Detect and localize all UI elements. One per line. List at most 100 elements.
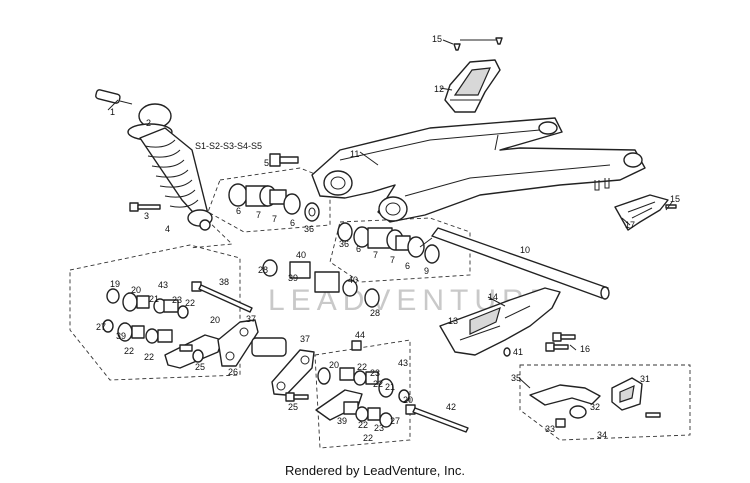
callout-15: 15 — [670, 194, 680, 204]
callout-10: 10 — [520, 245, 530, 255]
callout-22: 22 — [124, 346, 134, 356]
bolt-42 — [405, 404, 469, 433]
linkage-left-hardware — [102, 288, 223, 369]
callout-17: 17 — [625, 220, 635, 230]
callout-23: 23 — [370, 368, 380, 378]
callout-34: 34 — [597, 430, 607, 440]
callout-shock-kit: S1-S2-S3-S4-S5 — [195, 141, 262, 151]
rear-shock-absorber — [95, 89, 213, 231]
render-credit: Rendered by LeadVenture, Inc. — [285, 463, 465, 478]
linkage-arm-37a — [217, 319, 259, 367]
callout-1: 1 — [110, 107, 115, 117]
callout-36: 36 — [339, 239, 349, 249]
chain-guide-13 — [439, 287, 561, 356]
bolts-16 — [545, 332, 576, 352]
callout-32: 32 — [590, 402, 600, 412]
callout-6: 6 — [290, 218, 295, 228]
callout-33: 33 — [545, 424, 555, 434]
callout-7: 7 — [256, 210, 261, 220]
callout-12: 12 — [434, 84, 444, 94]
callout-44: 44 — [355, 330, 365, 340]
callout-22: 22 — [357, 362, 367, 372]
callout-25: 25 — [195, 362, 205, 372]
callout-28: 28 — [370, 308, 380, 318]
callout-7: 7 — [373, 250, 378, 260]
callout-28: 28 — [258, 265, 268, 275]
callout-7: 7 — [390, 255, 395, 265]
callout-11: 11 — [350, 149, 359, 159]
linkage-arm-37b — [251, 337, 331, 396]
callout-20: 20 — [131, 285, 141, 295]
callout-6: 6 — [405, 261, 410, 271]
bushing-set-upper — [228, 183, 320, 222]
callout-35: 35 — [511, 373, 521, 383]
callout-37: 37 — [300, 334, 310, 344]
callout-9: 9 — [424, 266, 429, 276]
callout-22: 22 — [373, 379, 383, 389]
chain-guide-assembly-35 — [529, 377, 661, 428]
callout-27: 27 — [96, 322, 106, 332]
callout-21: 21 — [385, 382, 395, 392]
callout-40: 40 — [348, 275, 358, 285]
washer-41 — [503, 347, 511, 357]
callout-20: 20 — [329, 360, 339, 370]
callout-39: 39 — [116, 331, 126, 341]
bolt-5 — [269, 153, 299, 167]
callout-7: 7 — [272, 214, 277, 224]
nut-44 — [351, 340, 362, 351]
callout-6: 6 — [356, 244, 361, 254]
leader-lines — [107, 87, 673, 389]
chain-guide-group-outline — [519, 364, 691, 441]
callout-26: 26 — [228, 367, 238, 377]
swingarm — [311, 117, 646, 223]
callout-21: 21 — [149, 294, 159, 304]
linkage-group-outline-left — [69, 244, 241, 381]
screws-15 — [442, 37, 503, 51]
callout-39: 39 — [337, 416, 347, 426]
callout-5: 5 — [264, 158, 269, 168]
linkage-group-outline-right — [314, 339, 411, 449]
callout-14: 14 — [488, 292, 498, 302]
callout-16: 16 — [580, 344, 590, 354]
bushing-group-outline-upper — [207, 167, 331, 233]
callout-2: 2 — [146, 118, 151, 128]
chain-guard-17 — [614, 194, 677, 231]
callout-22: 22 — [185, 298, 195, 308]
callout-23: 23 — [172, 295, 182, 305]
callout-36: 36 — [304, 224, 314, 234]
bolt-38 — [191, 281, 253, 313]
callout-3: 3 — [144, 211, 149, 221]
linkage-right-hardware — [315, 367, 410, 428]
callout-24: 4 — [165, 224, 170, 234]
callout-22: 22 — [144, 352, 154, 362]
callout-15: 15 — [432, 34, 442, 44]
callout-40: 40 — [296, 250, 306, 260]
callout-22: 22 — [358, 420, 368, 430]
bushing-set-40 — [262, 259, 380, 308]
bolt-25b — [285, 392, 309, 402]
callout-43: 43 — [158, 280, 168, 290]
callout-6: 6 — [236, 206, 241, 216]
callout-31: 31 — [640, 374, 650, 384]
callout-20: 20 — [210, 315, 220, 325]
bolt-3 — [129, 202, 161, 212]
callout-25: 25 — [288, 402, 298, 412]
bushing-set-lower — [337, 222, 440, 264]
callout-23: 23 — [374, 423, 384, 433]
callout-42: 42 — [446, 402, 456, 412]
callout-13: 13 — [448, 316, 458, 326]
callout-37: 37 — [246, 314, 256, 324]
callout-20: 20 — [403, 395, 413, 405]
callout-19: 19 — [110, 279, 120, 289]
callout-22: 22 — [363, 433, 373, 443]
callout-27: 27 — [390, 416, 400, 426]
pivot-shaft-10 — [431, 227, 610, 300]
callout-38: 38 — [219, 277, 229, 287]
callout-labels: 1 2 3 4 5 S1-S2-S3-S4-S5 6 7 7 6 36 11 1… — [96, 34, 680, 443]
callout-43: 43 — [398, 358, 408, 368]
callout-41: 41 — [513, 347, 523, 357]
chain-slider-12 — [444, 59, 501, 113]
callout-39: 39 — [288, 273, 298, 283]
bushing-group-outline-mid — [329, 217, 471, 283]
